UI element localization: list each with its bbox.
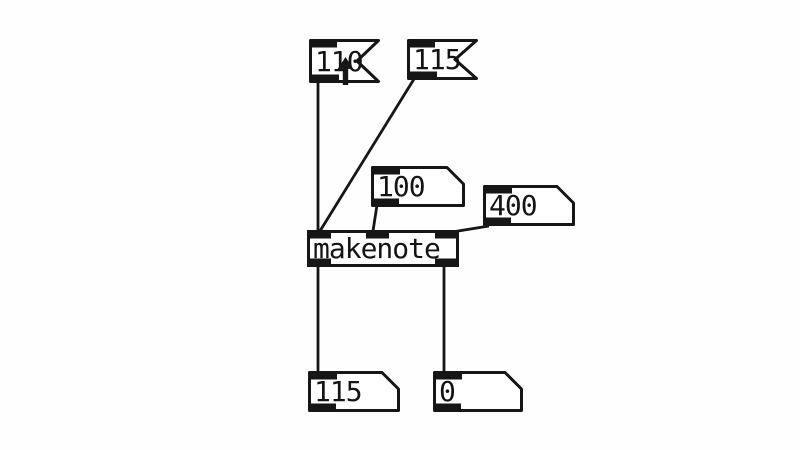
inlet-tab[interactable] xyxy=(435,372,462,380)
message-box-value: 115 xyxy=(413,43,462,76)
inlet-tab[interactable] xyxy=(409,40,435,48)
message-box-shape xyxy=(407,39,478,80)
number-box-outline xyxy=(308,371,400,412)
number-box-value: 0 xyxy=(439,375,456,408)
number-box-outline xyxy=(433,371,523,412)
inlet-tab[interactable] xyxy=(373,167,400,175)
patch-cord[interactable] xyxy=(318,78,416,232)
number-box-shape xyxy=(433,371,523,412)
up-arrow-cursor xyxy=(337,57,354,85)
number-box-0-output[interactable]: 0 xyxy=(433,371,523,412)
outlet-tab[interactable] xyxy=(409,71,437,79)
inlet-tab[interactable] xyxy=(311,40,337,48)
number-box-115-output[interactable]: 115 xyxy=(308,371,400,412)
outlet-tab[interactable] xyxy=(309,258,331,266)
outlet-tab[interactable] xyxy=(435,403,461,411)
message-box-value: 110 xyxy=(315,44,364,78)
cursor-arrow-shape xyxy=(337,57,354,85)
number-box-value: 100 xyxy=(377,170,426,203)
number-box-shape xyxy=(483,185,575,226)
number-box-shape xyxy=(308,371,400,412)
inlet-tab[interactable] xyxy=(309,231,331,239)
outlet-tab[interactable] xyxy=(485,217,511,225)
number-box-100[interactable]: 100 xyxy=(371,166,465,207)
patch-cord[interactable] xyxy=(371,204,379,232)
message-box-outline xyxy=(407,39,478,80)
number-box-value: 400 xyxy=(489,189,538,222)
inlet-tab[interactable] xyxy=(435,231,458,239)
object-box-makenote[interactable]: makenote xyxy=(307,230,459,267)
inlet-tab[interactable] xyxy=(310,372,337,380)
outlet-tab[interactable] xyxy=(311,74,339,82)
inlet-tab[interactable] xyxy=(366,231,389,239)
object-box-outline xyxy=(307,230,459,267)
object-box-name: makenote xyxy=(313,232,441,265)
message-box-115[interactable]: 115 xyxy=(407,39,478,80)
number-box-outline xyxy=(483,185,575,226)
outlet-tab[interactable] xyxy=(310,403,336,411)
number-box-outline xyxy=(371,166,465,207)
number-box-value: 115 xyxy=(314,375,363,408)
outlet-tab[interactable] xyxy=(373,198,399,206)
inlet-tab[interactable] xyxy=(485,186,512,194)
number-box-shape xyxy=(371,166,465,207)
number-box-400[interactable]: 400 xyxy=(483,185,575,226)
outlet-tab[interactable] xyxy=(435,258,458,266)
